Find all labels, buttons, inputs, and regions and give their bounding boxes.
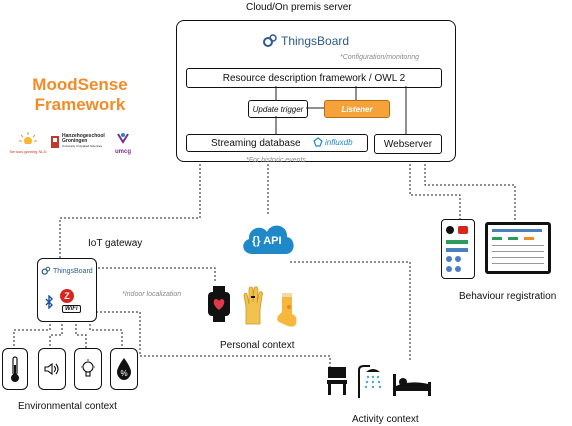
influx-label: influxdb: [325, 137, 353, 147]
gateway-sensor-link-3: [75, 320, 87, 348]
zwave-icon: Z: [60, 289, 74, 303]
rdf-box: Resource description framework / OWL 2: [186, 68, 442, 88]
smartwatch-icon: [206, 286, 232, 327]
gateway-thingsboard-icon: [41, 266, 51, 275]
bed-icon: [392, 372, 432, 401]
listener-label: Listener: [341, 104, 373, 114]
activity-label: Activity context: [352, 414, 419, 425]
gateway-label: IoT gateway: [88, 238, 143, 249]
gateway-sensor-link-1: [13, 320, 51, 348]
gateway-activity-link: [92, 311, 331, 368]
hanze-line2: Groningen: [62, 138, 88, 144]
webserver-behaviour-link-2: [424, 152, 516, 220]
sg-line2: gaming: [24, 149, 38, 154]
webserver-box: Webserver: [374, 134, 442, 154]
config-note: *Configuration/monitoring: [340, 54, 419, 61]
api-activity-link: [290, 261, 411, 362]
light-card: [74, 348, 102, 390]
streaming-db-label: Streaming database: [211, 137, 301, 149]
thingsboard-logo: ThingsBoard: [262, 33, 349, 49]
wifi-badge: WiFi: [62, 305, 81, 313]
umcg-emblem-icon: [117, 133, 129, 144]
umcg-text: umcg: [114, 149, 131, 155]
framework-title-line2: Framework: [34, 95, 126, 114]
humidity-card: %: [110, 348, 138, 390]
chair-icon: [325, 366, 349, 401]
humidity-drop-icon: %: [117, 358, 131, 380]
framework-title: MoodSense Framework: [30, 75, 130, 115]
thingsboard-label: ThingsBoard: [281, 34, 350, 48]
sound-card: [38, 348, 66, 390]
webserver-label: Webserver: [383, 138, 433, 150]
behaviour-label: Behaviour registration: [459, 291, 557, 302]
sun-icon: [19, 132, 37, 145]
update-trigger-box: Update trigger: [248, 100, 308, 118]
gateway-thingsboard-label: ThingsBoard: [53, 267, 93, 275]
gateway-sensor-link-2: [49, 320, 63, 348]
svg-text:%: %: [120, 369, 127, 378]
bluetooth-icon: [45, 295, 53, 309]
gateway-personal-link: [90, 267, 216, 282]
api-cloud: {} API: [238, 214, 298, 262]
hand-ring-icon: [240, 286, 266, 331]
personal-label: Personal context: [220, 340, 295, 351]
update-trigger-label: Update trigger: [252, 104, 304, 114]
rdf-label: Resource description framework / OWL 2: [222, 72, 406, 84]
indoor-note: *Indoor localization: [122, 291, 182, 298]
listener-box: Listener: [324, 100, 390, 118]
hanze-line3: University of Applied Sciences: [62, 144, 103, 148]
framework-title-line1: MoodSense: [32, 75, 128, 94]
sg-line3: NLD: [38, 149, 47, 154]
api-label: API: [263, 235, 282, 247]
umcg-logo: umcg: [112, 131, 134, 155]
hanze-emblem-icon: [51, 135, 59, 148]
smart-sock-icon: [274, 292, 300, 333]
speaker-icon: [44, 362, 59, 376]
lightbulb-icon: [81, 359, 95, 377]
serious-gaming-logo: Serious gaming NLD: [8, 131, 48, 154]
influxdb-icon: [313, 137, 323, 147]
historic-note: *For historic events: [246, 157, 306, 164]
cloud-icon: [243, 225, 294, 254]
environmental-label: Environmental context: [18, 401, 117, 412]
webserver-behaviour-link-1: [409, 152, 461, 220]
shower-icon: [356, 364, 386, 403]
iot-gateway-device: ThingsBoard Z WiFi: [37, 258, 97, 322]
hanze-line1: Hanzehogeschool: [62, 133, 105, 139]
tablet-device: [441, 219, 475, 279]
streaming-db-box: Streaming database influxdb: [186, 134, 368, 152]
wifi-label: WiFi: [65, 306, 78, 312]
server-title: Cloud/On premis server: [246, 2, 352, 13]
thingsboard-icon: [263, 34, 277, 47]
thermometer-card: [2, 348, 28, 390]
server-gateway-link: [59, 160, 201, 258]
gateway-sensor-link-4: [89, 320, 123, 348]
hanze-logo: Hanzehogeschool Groningen University of …: [50, 134, 105, 149]
sg-line1: Serious: [9, 149, 24, 154]
thermometer-icon: [11, 356, 19, 382]
api-glyph: {}: [252, 235, 261, 247]
monitor-device: [485, 222, 551, 274]
